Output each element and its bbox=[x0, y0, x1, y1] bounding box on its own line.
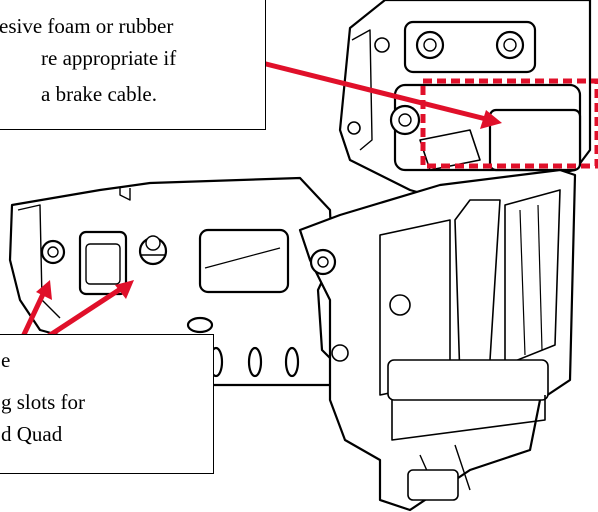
callout-bottom-line-3: d Quad bbox=[1, 422, 63, 446]
mounting-plate bbox=[8, 176, 334, 387]
highlight-box bbox=[420, 78, 598, 169]
callout-top-line-1: esive foam or rubber bbox=[0, 14, 174, 38]
upper-bracket bbox=[338, 0, 592, 202]
cable-channel bbox=[488, 108, 582, 172]
lower-housing bbox=[298, 168, 577, 512]
callout-foam-note: esive foam or rubber re appropriate if a… bbox=[0, 0, 266, 130]
callout-top-line-2: re appropriate if bbox=[41, 46, 177, 70]
base-block bbox=[387, 359, 549, 401]
callout-bottom-line-1: e bbox=[1, 348, 11, 372]
callout-bottom-line-2: g slots for bbox=[1, 390, 85, 414]
callout-slots-note: e g slots for d Quad bbox=[0, 334, 214, 474]
callout-top-line-3: a brake cable. bbox=[41, 82, 158, 106]
oval-hole-3 bbox=[284, 346, 300, 378]
arrow-top bbox=[261, 60, 502, 129]
slot-right bbox=[198, 228, 290, 294]
oval-hole-2 bbox=[247, 346, 263, 378]
small-hole bbox=[186, 316, 214, 334]
